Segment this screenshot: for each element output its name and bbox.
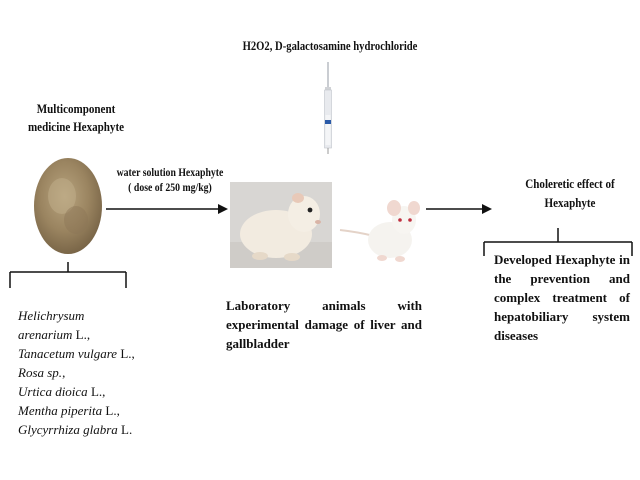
plant-item: Glycyrrhiza glabra L. (18, 422, 133, 437)
result-bracket (483, 228, 633, 256)
syringe-icon (324, 62, 332, 154)
plant-item: Helichrysum (18, 308, 85, 323)
plant-item: Tanacetum vulgare L., (18, 346, 135, 361)
effect-title: Choleretic effect of Hexaphyte (525, 176, 615, 210)
plant-item: arenarium L., (18, 327, 91, 342)
arrow-to-animals (106, 204, 228, 214)
medicine-title: Multicomponent medicine Hexaphyte (27, 101, 125, 134)
powder-bowl-image (34, 158, 102, 254)
guinea-pig-image (230, 182, 332, 268)
plants-bracket (9, 262, 127, 288)
reagent-label: H2O2, D-galactosamine hydrochloride (242, 39, 418, 53)
plant-list: Helichrysum arenarium L., Tanacetum vulg… (18, 306, 135, 439)
plant-item: Rosa sp., (18, 365, 66, 380)
plant-item: Mentha piperita L., (18, 403, 120, 418)
lab-animals-text: Laboratory animals with experimental dam… (226, 298, 422, 351)
developed-hexaphyte-text: Developed Hexaphyte in the prevention an… (494, 252, 630, 343)
mouse-image (339, 200, 420, 262)
plant-item: Urtica dioica L., (18, 384, 106, 399)
administration-label: water solution Hexaphyte ( dose of 250 m… (116, 167, 224, 194)
arrow-to-effect (426, 204, 492, 214)
